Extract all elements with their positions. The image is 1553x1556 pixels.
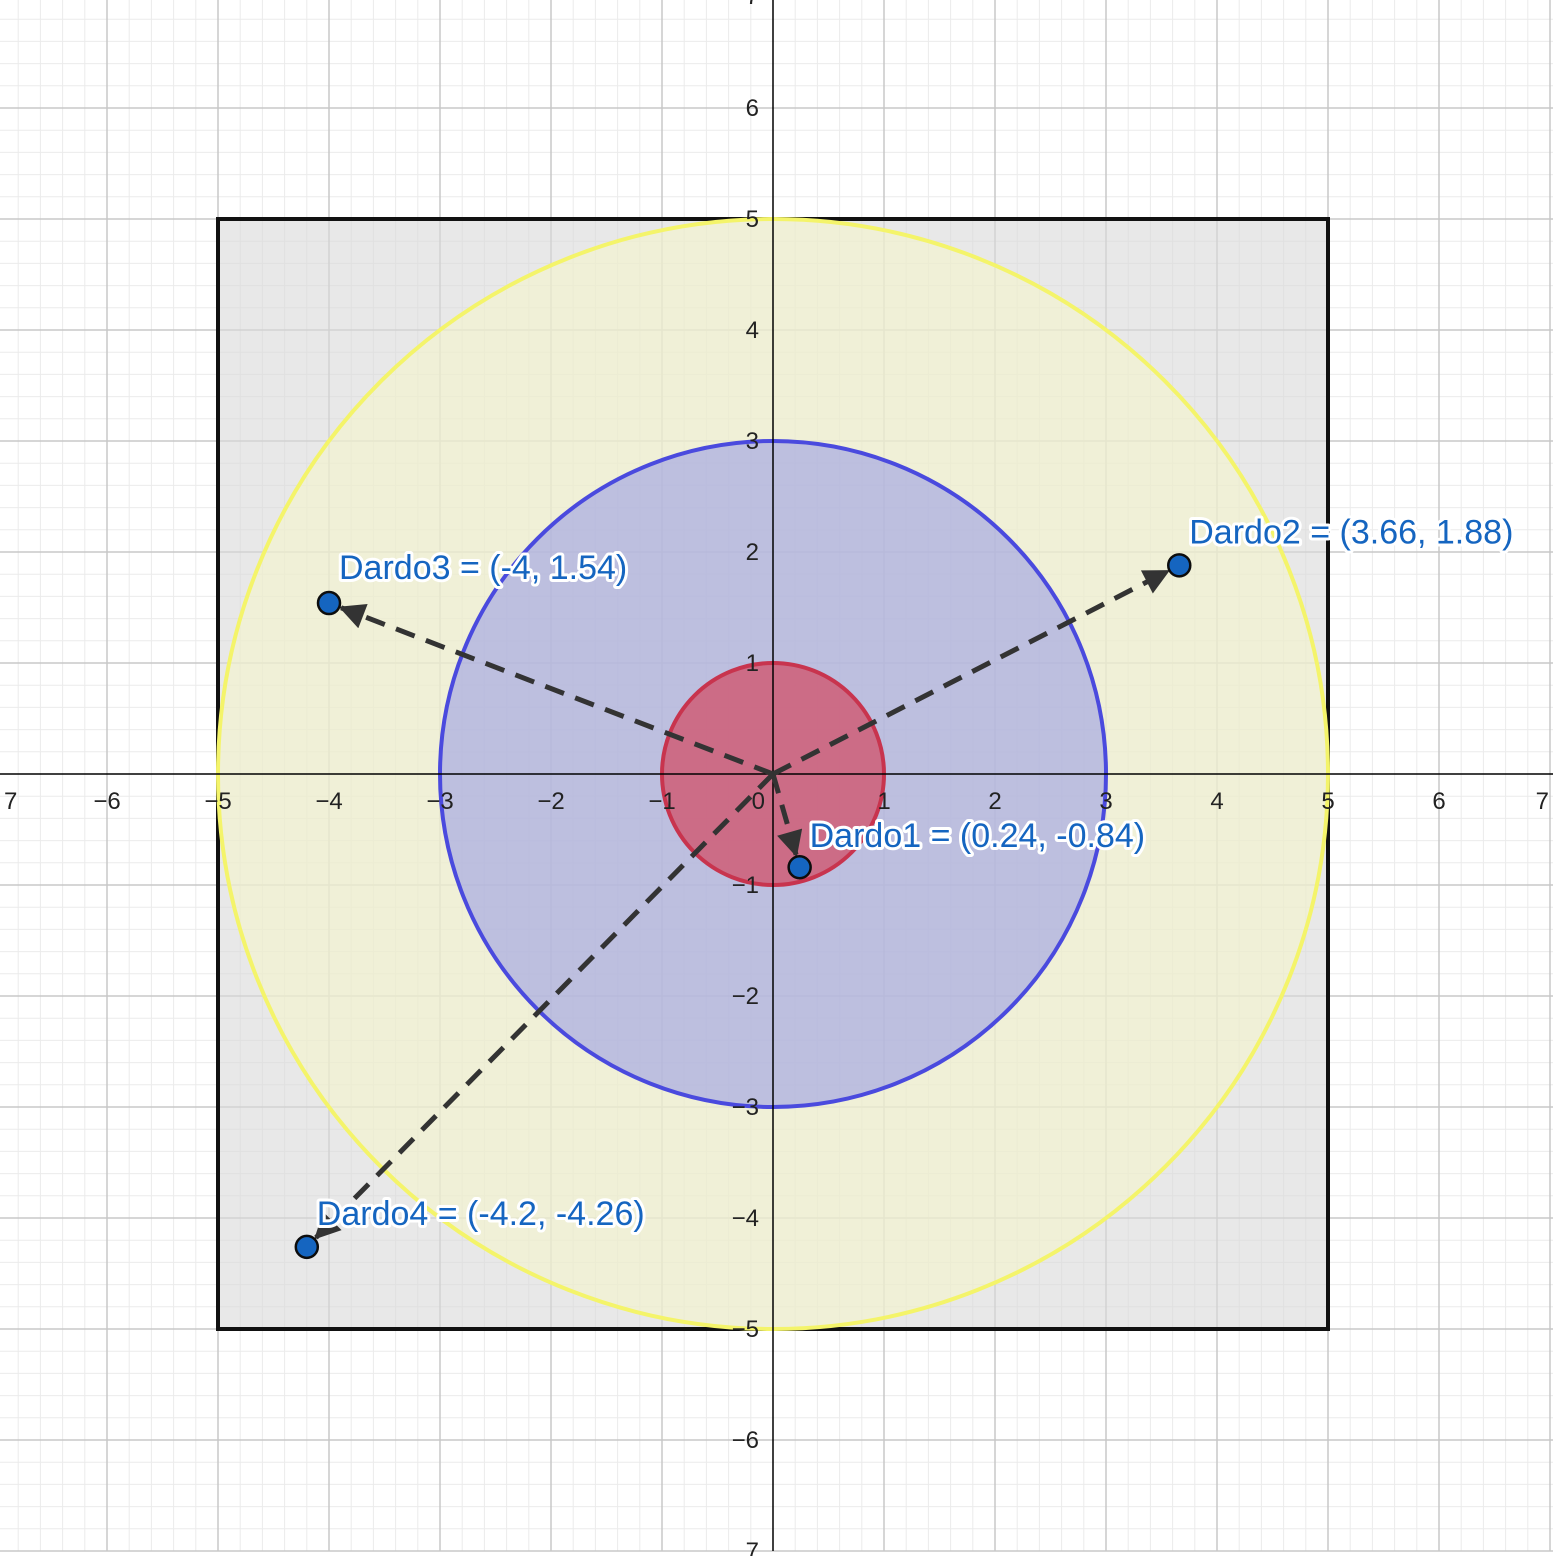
x-tick-label: 5: [1321, 788, 1334, 815]
x-tick-label: 0: [752, 788, 765, 815]
x-tick-label: 2: [988, 788, 1001, 815]
points: [294, 553, 1192, 1260]
x-tick-label: 7: [4, 788, 17, 815]
x-tick-label: −5: [204, 788, 231, 815]
y-tick-label: 7: [746, 1538, 759, 1556]
label-dardo1: Dardo1 = (0.24, -0.84): [810, 817, 1145, 855]
x-tick-label: 7: [1536, 788, 1549, 815]
tick-labels: 7 −6 −5 −4 −3 −2 −1 0 1 2 3 4 5 6 7 7 6 5 4 3 2 1 −1 −2 −3 −4 −5 −6…: [4, 0, 1549, 1556]
y-tick-label: 5: [746, 206, 759, 233]
x-tick-label: −4: [315, 788, 342, 815]
point-dardo2: [1167, 553, 1192, 578]
x-tick-label: −2: [537, 788, 564, 815]
point-dardo1: [787, 854, 812, 880]
y-tick-label: 2: [746, 539, 759, 566]
y-tick-label: −1: [732, 872, 759, 899]
y-tick-label: −2: [732, 983, 759, 1010]
x-tick-label: 3: [1099, 788, 1112, 815]
label-dardo2: Dardo2 = (3.66, 1.88): [1189, 513, 1513, 551]
y-tick-label: 1: [746, 650, 759, 677]
y-tick-label: −4: [732, 1205, 759, 1232]
vector-dardo2: [771, 569, 1171, 777]
vector-dardo1: [770, 773, 803, 858]
vector-dardo4: [314, 772, 775, 1240]
x-tick-label: −6: [93, 788, 120, 815]
label-dardo3: Dardo3 = (-4, 1.54): [339, 549, 627, 587]
x-tick-label: 6: [1432, 788, 1445, 815]
y-tick-label: 6: [746, 95, 759, 122]
y-tick-label: −3: [732, 1094, 759, 1121]
vectors: [314, 569, 1171, 1240]
y-tick-label: 7: [746, 0, 759, 10]
y-tick-label: 4: [746, 317, 759, 344]
y-tick-label: −6: [732, 1427, 759, 1454]
x-tick-label: −1: [648, 788, 675, 815]
y-tick-label: −5: [732, 1316, 759, 1343]
vector-dardo3: [338, 604, 774, 777]
y-tick-label: 3: [746, 428, 759, 455]
point-labels: Dardo1 = (0.24, -0.84) Dardo2 = (3.66, 1.…: [314, 510, 1517, 1236]
x-tick-label: 4: [1210, 788, 1223, 815]
x-tick-label: −3: [426, 788, 453, 815]
point-dardo3: [316, 590, 342, 616]
x-tick-label: 1: [877, 788, 890, 815]
point-dardo4: [294, 1234, 320, 1260]
label-dardo4: Dardo4 = (-4.2, -4.26): [317, 1195, 645, 1233]
